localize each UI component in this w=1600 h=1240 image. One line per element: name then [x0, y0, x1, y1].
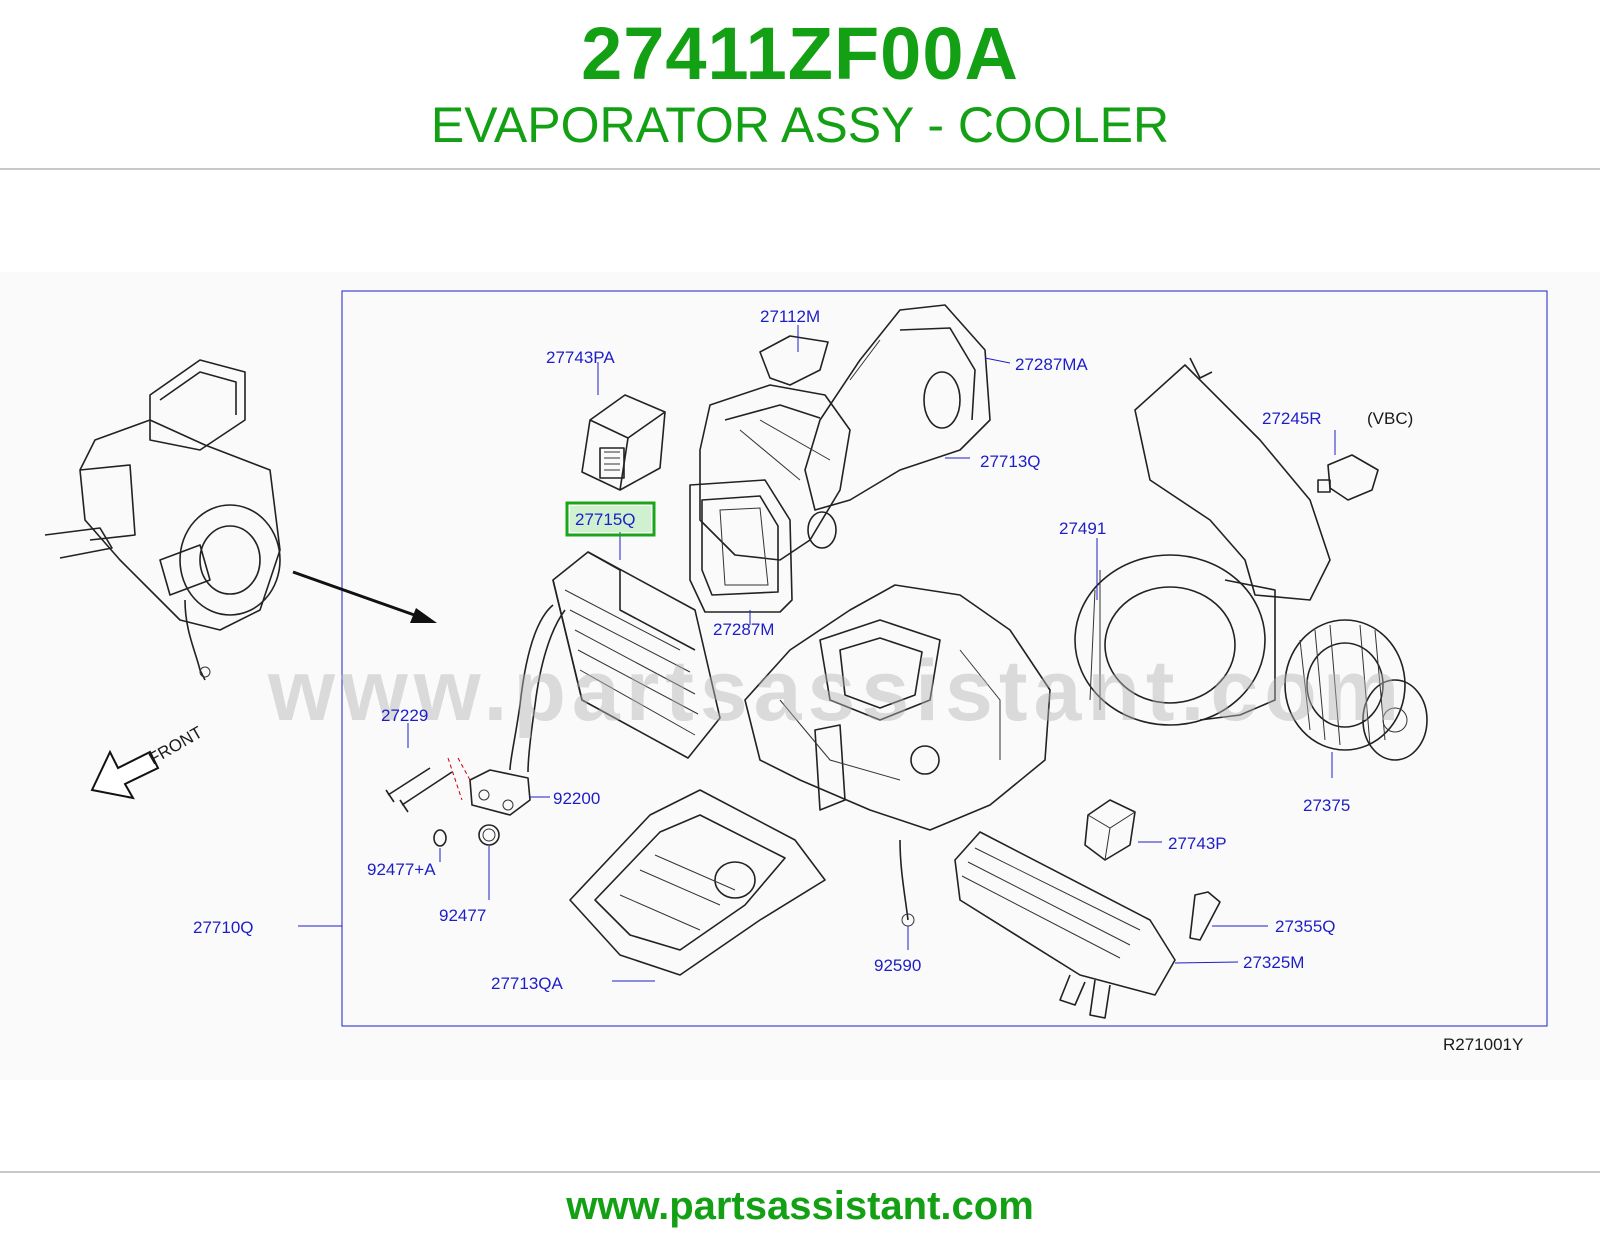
- bolts-and-orings-drawing: [385, 757, 500, 847]
- callout-27229[interactable]: 27229: [381, 706, 428, 725]
- resistor-27245r-drawing: [1317, 454, 1379, 501]
- callout-92477[interactable]: 92477: [439, 906, 486, 925]
- watermark: www.partsassistant.com: [267, 643, 1405, 739]
- lower-case-27713qa-drawing: [569, 789, 826, 976]
- callout-27112m[interactable]: 27112M: [760, 307, 820, 326]
- overview-arrow: [292, 570, 437, 623]
- blower-case-27491-drawing: [1074, 357, 1331, 726]
- actuator-27743p-drawing: [1084, 799, 1136, 861]
- callout-27375[interactable]: 27375: [1303, 796, 1350, 815]
- clip-27355q-drawing: [1189, 891, 1221, 941]
- highlight-fill-27715q: [570, 506, 651, 532]
- diagram-panel: [0, 272, 1600, 1080]
- blower-motor-27375-drawing: [1284, 619, 1428, 761]
- callout-27710q[interactable]: 27710Q: [193, 918, 254, 937]
- callout-27743pa[interactable]: 27743PA: [546, 348, 615, 367]
- callout-27491[interactable]: 27491: [1059, 519, 1106, 538]
- callout-27355q[interactable]: 27355Q: [1275, 917, 1336, 936]
- header-divider: [0, 168, 1600, 170]
- footer-divider: [0, 1171, 1600, 1173]
- footer-url-link[interactable]: www.partsassistant.com: [566, 1184, 1034, 1228]
- part-description: EVAPORATOR ASSY - COOLER: [430, 97, 1170, 153]
- evaporator-core-drawing: [469, 551, 721, 816]
- callout-92200[interactable]: 92200: [553, 789, 600, 808]
- heater-core-27325m-drawing: [954, 831, 1176, 1019]
- front-arrow-icon: [90, 749, 160, 800]
- part-number-title: 27411ZF00A: [581, 12, 1019, 95]
- assembly-frame: [341, 290, 1548, 1027]
- callout-27713qa[interactable]: 27713QA: [491, 974, 563, 993]
- callout-92477a[interactable]: 92477+A: [367, 860, 436, 879]
- leader-lines: [298, 325, 1336, 982]
- callout-27245r[interactable]: 27245R: [1262, 409, 1322, 428]
- callout-27715q-highlighted[interactable]: 27715Q: [575, 510, 636, 529]
- heater-case-drawing: [744, 584, 1051, 927]
- callout-27325m[interactable]: 27325M: [1243, 953, 1304, 972]
- drawing-code: R271001Y: [1443, 1035, 1523, 1054]
- callout-27743p[interactable]: 27743P: [1168, 834, 1227, 853]
- overview-unit-drawing: [44, 359, 281, 681]
- actuator-27743pa-drawing: [581, 394, 666, 491]
- variant-note-vbc: (VBC): [1367, 409, 1413, 428]
- callout-92590[interactable]: 92590: [874, 956, 921, 975]
- callout-27713q[interactable]: 27713Q: [980, 452, 1041, 471]
- highlight-box-27715q: [565, 501, 656, 537]
- callout-27287ma[interactable]: 27287MA: [1015, 355, 1088, 374]
- callout-27287m[interactable]: 27287M: [713, 620, 774, 639]
- duct-27287ma-drawing: [689, 304, 991, 613]
